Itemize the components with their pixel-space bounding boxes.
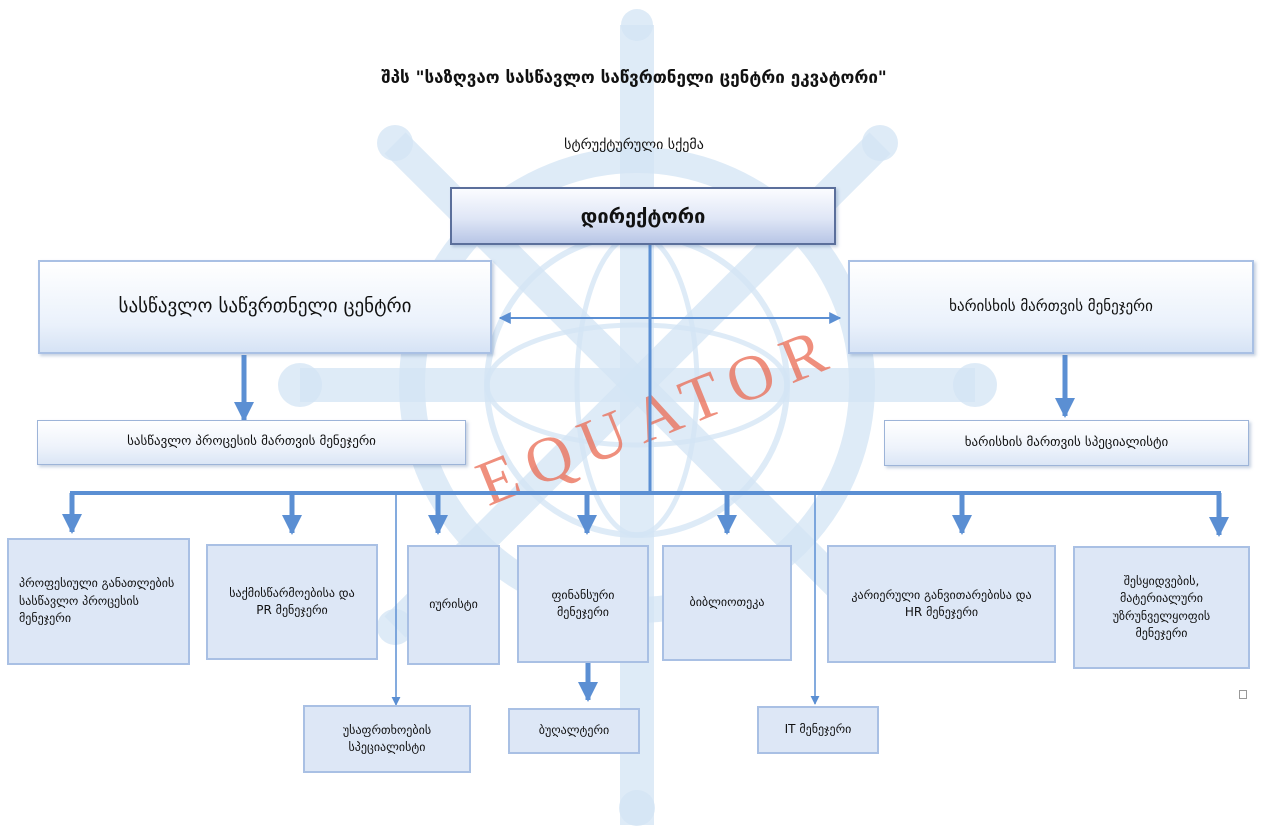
accountant-label: ბუღალტერი [538,723,610,738]
office-pr-box: საქმისწარმოებისა და PR მენეჯერი [206,544,378,660]
training-center-box: სასწავლო საწვრთნელი ცენტრი [38,260,492,354]
office-pr-label: საქმისწარმოებისა და PR მენეჯერი [229,585,355,617]
quality-manager-label: ხარისხის მართვის მენეჯერი [949,297,1153,316]
quality-specialist-box: ხარისხის მართვის სპეციალისტი [884,420,1249,466]
safety-label: უსაფრთხოების სპეციალისტი [342,722,432,754]
it-box: IT მენეჯერი [757,706,879,754]
quality-specialist-label: ხარისხის მართვის სპეციალისტი [964,434,1169,450]
training-center-label: სასწავლო საწვრთნელი ცენტრი [118,295,412,318]
director-label: დირექტორი [580,203,706,228]
vocational-manager-label: პროფესიული განათლების სასწავლო პროცესის … [19,576,175,626]
process-manager-label: სასწავლო პროცესის მართვის მენეჯერი [127,434,376,450]
vocational-manager-box: პროფესიული განათლების სასწავლო პროცესის … [7,538,190,665]
quality-manager-box: ხარისხის მართვის მენეჯერი [848,260,1254,354]
lawyer-box: იურისტი [407,545,500,665]
lawyer-label: იურისტი [429,597,478,612]
safety-box: უსაფრთხოების სპეციალისტი [303,705,471,773]
career-hr-box: კარიერული განვითარებისა და HR მენეჯერი [827,545,1056,663]
chart-subtitle: სტრუქტურული სქემა [564,137,704,153]
accountant-box: ბუღალტერი [508,708,640,754]
process-manager-box: სასწავლო პროცესის მართვის მენეჯერი [37,420,466,465]
director-box: დირექტორი [450,187,836,245]
library-label: ბიბლიოთეკა [689,595,765,610]
procurement-label: შესყიდვების, მატერიალური უზრუნველყოფის მ… [1112,573,1211,640]
finance-box: ფინანსური მენეჯერი [517,545,649,663]
library-box: ბიბლიოთეკა [662,545,792,661]
career-hr-label: კარიერული განვითარებისა და HR მენეჯერი [851,587,1032,619]
procurement-box: შესყიდვების, მატერიალური უზრუნველყოფის მ… [1073,546,1250,669]
placeholder-square [1239,690,1247,699]
it-label: IT მენეჯერი [784,722,852,737]
finance-label: ფინანსური მენეჯერი [551,587,615,619]
chart-title: შპს "საზღვაო სასწავლო საწვრთნელი ცენტრი … [381,68,887,88]
